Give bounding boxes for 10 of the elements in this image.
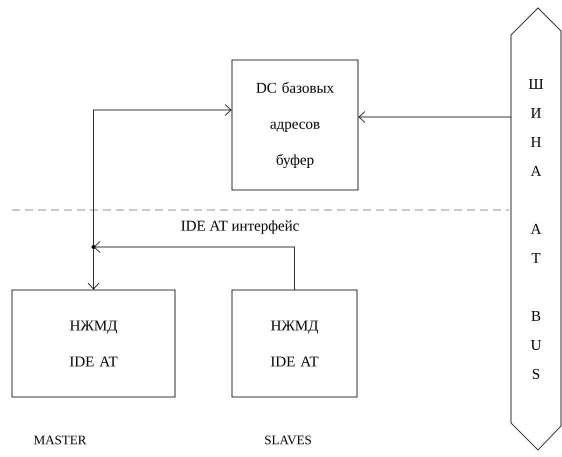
- process-box: НЖМД IDE AT: [232, 290, 358, 398]
- arrow: [92, 241, 295, 290]
- bus-label: ШИНА AT BUS: [528, 79, 544, 379]
- process-box: НЖМД IDE AT: [12, 290, 176, 398]
- caption-text: SLAVES: [265, 436, 311, 444]
- caption-text: MASTER: [34, 436, 86, 444]
- arrow: [88, 104, 232, 290]
- process-box: DC базовых адресов буфер: [232, 60, 358, 190]
- bus-label-text: IDE AT интерфейс: [181, 220, 299, 234]
- arrow: [358, 111, 512, 123]
